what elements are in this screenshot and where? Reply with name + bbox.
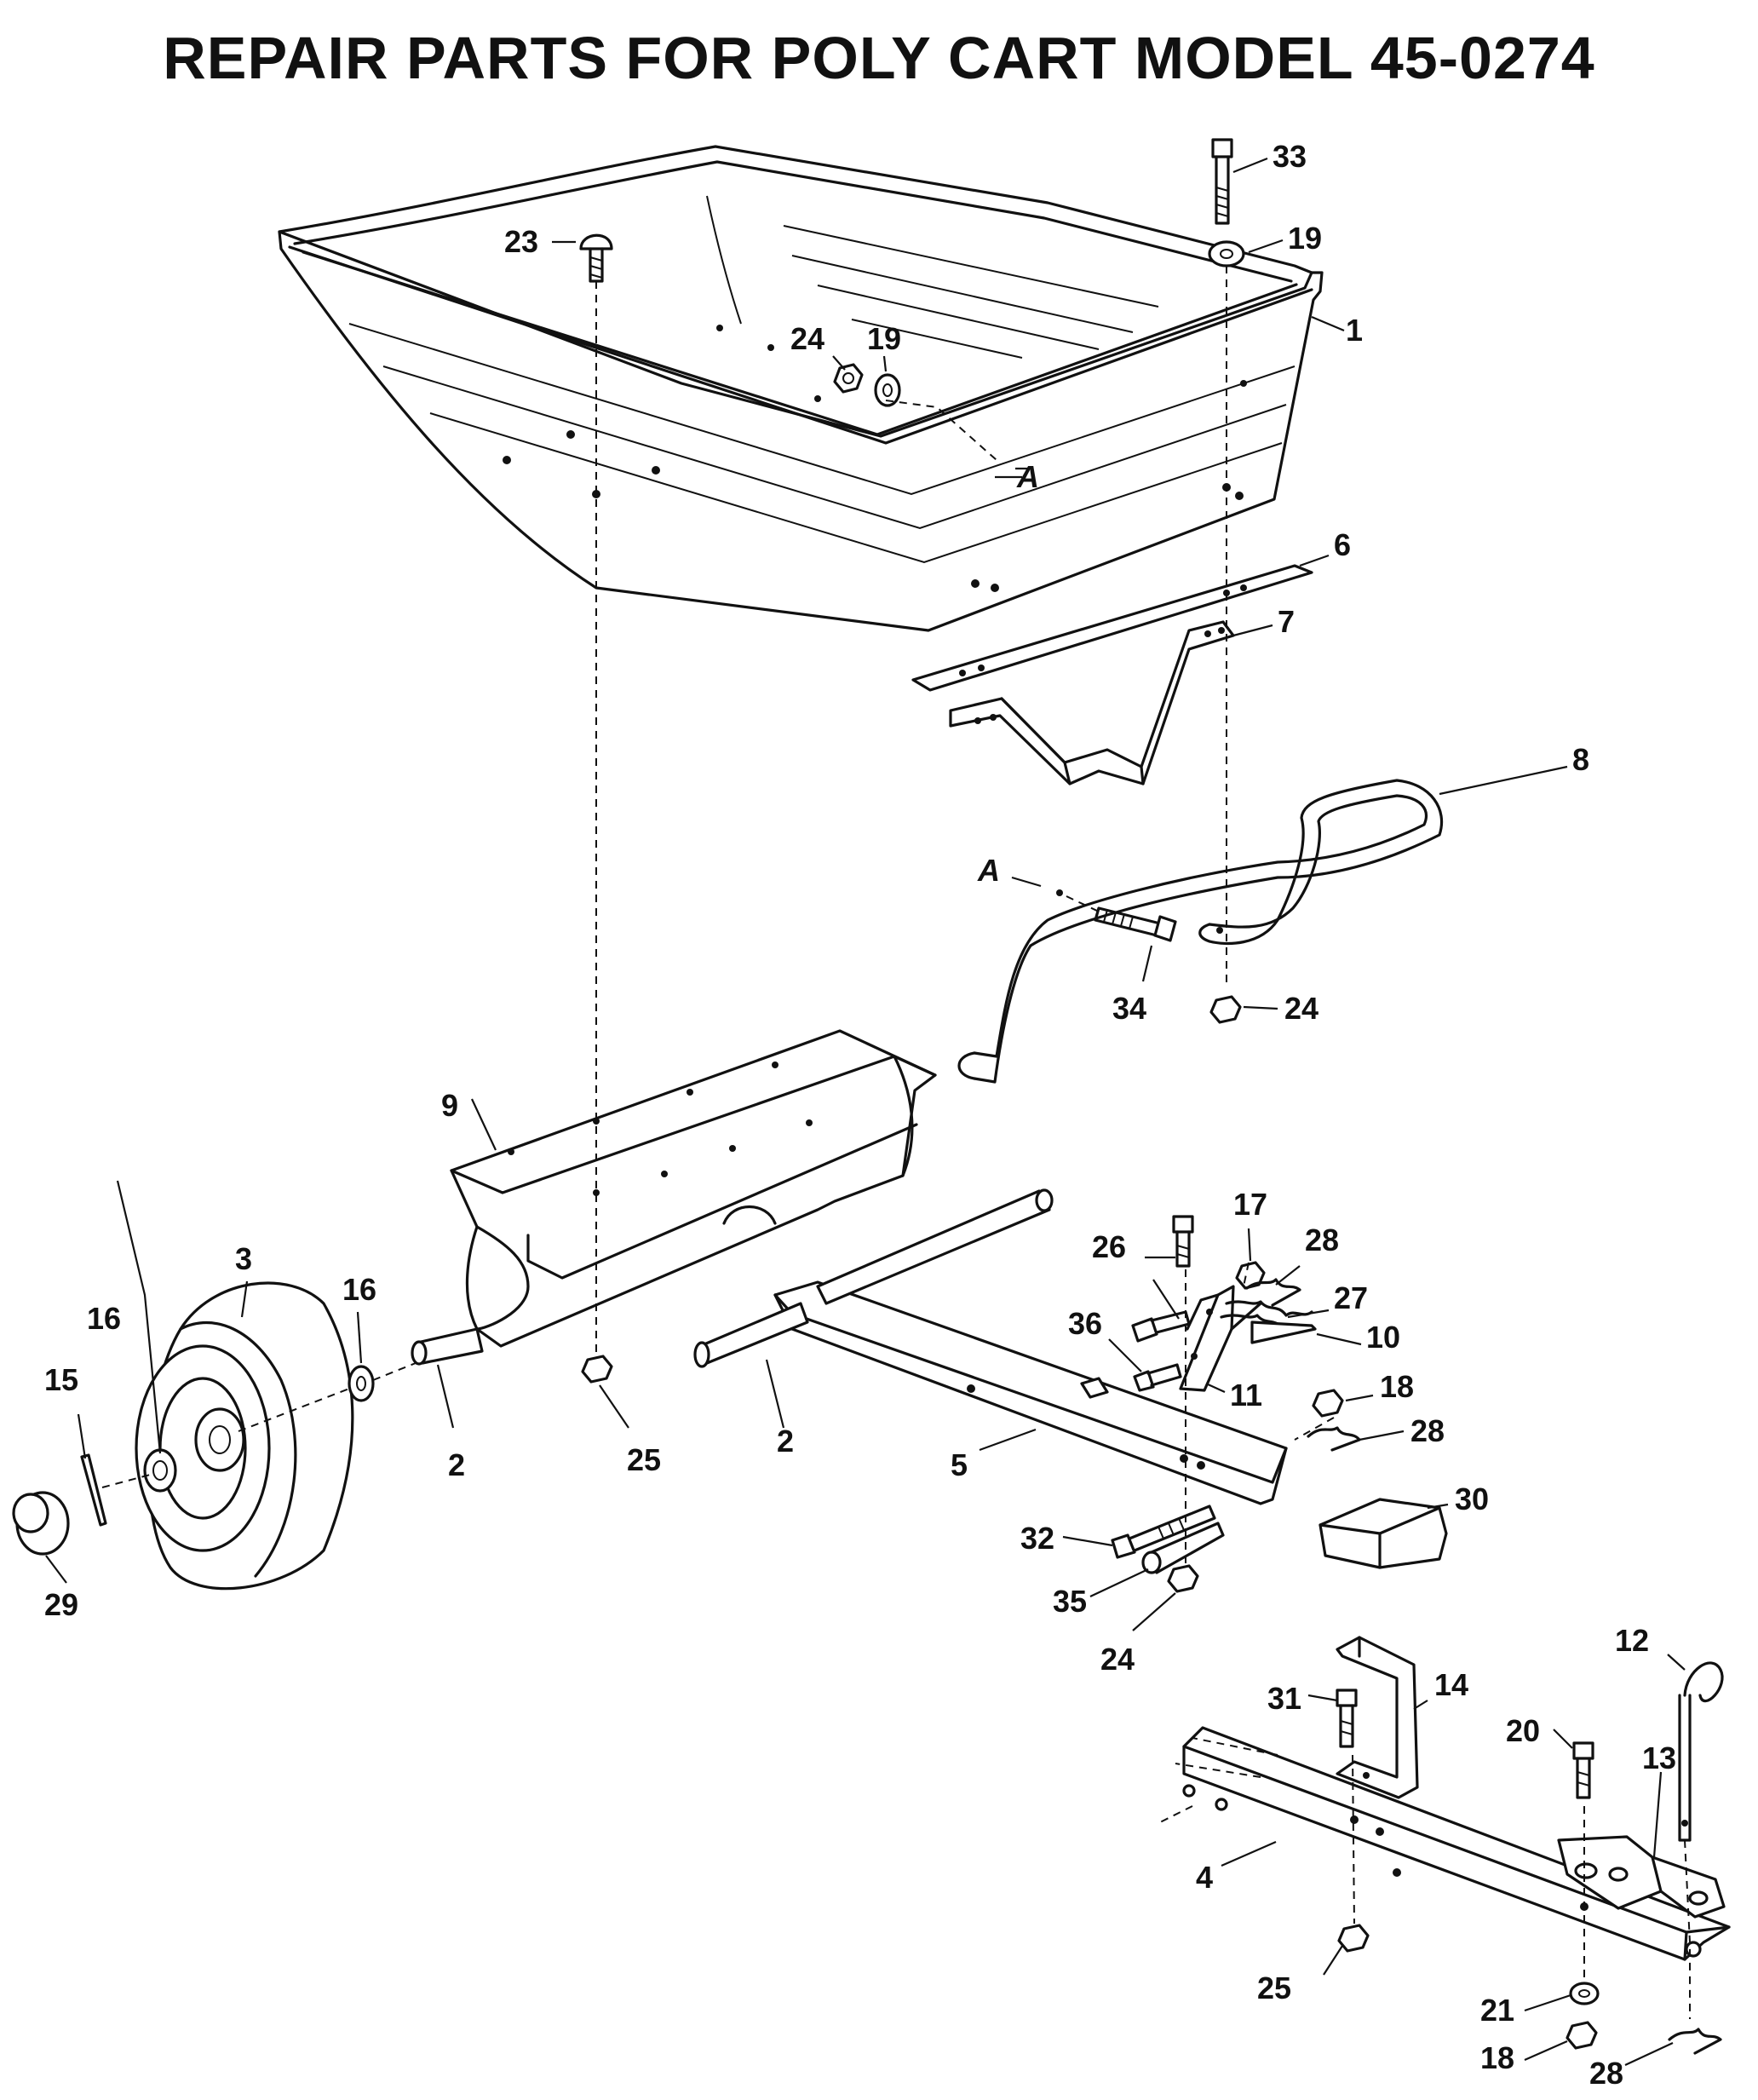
callout-34: 34 [1112,991,1146,1026]
washer-19-inside [874,373,901,407]
bolt-26 [1172,1215,1194,1268]
bolt-33 [1211,138,1233,225]
callout-5: 5 [951,1447,968,1482]
page-title: REPAIR PARTS FOR POLY CART MODEL 45-0274 [163,25,1595,91]
callout-3: 3 [235,1241,252,1276]
callout-9: 9 [441,1088,458,1123]
callout-26: 26 [1092,1229,1126,1264]
callout-17: 17 [1233,1187,1267,1222]
callout-12: 12 [1615,1623,1649,1658]
callout-10: 10 [1366,1320,1400,1355]
callout-2-left: 2 [448,1447,465,1482]
washer-19-top [1208,240,1245,268]
callout-24-inside: 24 [790,321,824,356]
callout-35: 35 [1053,1584,1087,1619]
ref-mark-a-handle: A [977,853,1000,888]
lock-nut-24-tongue [1167,1564,1199,1593]
bolt-20 [1572,1741,1594,1799]
ref-mark-a-bed: A [1016,459,1039,494]
callout-29: 29 [44,1587,78,1622]
bracket-7 [949,620,1235,785]
callout-18-hitch: 18 [1480,2040,1514,2075]
callout-8: 8 [1572,742,1589,777]
axle-channel-9 [450,1029,937,1348]
callout-33: 33 [1273,139,1307,174]
bolt-31 [1336,1689,1358,1748]
callout-30: 30 [1455,1482,1489,1516]
callout-28-mid: 28 [1410,1413,1445,1448]
callout-labels: 33 19 23 24 19 1 A 6 7 8 A 34 24 9 17 28… [44,139,1676,2091]
callout-16-left: 16 [87,1301,121,1336]
callout-6: 6 [1334,527,1351,562]
cotter-pin-15 [80,1453,107,1527]
callout-24-tongue: 24 [1100,1642,1135,1677]
callout-7: 7 [1278,604,1295,639]
lock-nut-24-inside [833,363,864,394]
callout-16-right: 16 [342,1272,376,1307]
bolt-32 [1111,1505,1216,1559]
callout-18-tongue: 18 [1380,1369,1414,1404]
hair-pin-28b [1307,1426,1361,1452]
callout-25-hitch: 25 [1257,1971,1291,2005]
callout-14: 14 [1434,1667,1468,1702]
bolt-35 [1141,1522,1225,1574]
lock-nut-25-hitch [1337,1924,1370,1953]
mounting-strap-6 [911,564,1313,692]
dump-handle-8 [957,779,1444,1084]
lock-nut-24-handle [1209,995,1242,1024]
nut-17 [1235,1261,1266,1290]
axle-2-left [411,1327,484,1366]
dump-bed [278,145,1324,632]
nut-18-tongue [1312,1389,1344,1418]
carriage-bolt-23 [579,233,613,283]
leader-lines [45,157,1686,2066]
callout-32: 32 [1020,1521,1054,1556]
latch-assembly [1179,1285,1317,1392]
washer-16-right [348,1365,375,1402]
axle-2-right [693,1188,1054,1368]
callout-31: 31 [1267,1681,1301,1716]
bolt-36b [1133,1363,1182,1392]
hitch-bar-4 [1182,1726,1731,1961]
callout-27: 27 [1334,1280,1368,1315]
callout-15: 15 [44,1362,78,1397]
grip-30 [1318,1498,1448,1569]
callout-11: 11 [1230,1378,1262,1412]
washer-21 [1569,1982,1600,2005]
callout-2-right: 2 [777,1424,794,1458]
bolt-34 [1094,906,1177,942]
callout-21: 21 [1480,1993,1514,2028]
callout-23: 23 [504,224,538,259]
hitch-plate-13 [1557,1835,1726,1919]
callout-20: 20 [1506,1713,1540,1748]
callout-13: 13 [1642,1740,1676,1775]
hitch-bracket-14 [1336,1636,1419,1799]
hitch-pin-12 [1678,1661,1724,1842]
lock-nut-25-channel [581,1355,613,1384]
callout-1: 1 [1346,313,1363,348]
callout-36: 36 [1068,1306,1102,1341]
hair-pin-28a [1245,1278,1301,1307]
nut-18-hitch [1566,2021,1598,2050]
hub-cap-29 [12,1491,70,1556]
wheel-3 [135,1281,354,1591]
callout-28-bottom: 28 [1589,2056,1623,2091]
callout-19-top: 19 [1288,221,1322,256]
bolt-36 [1131,1310,1191,1343]
callout-4: 4 [1196,1860,1213,1895]
hair-pin-28c [1668,2028,1722,2055]
callout-19-inside: 19 [867,321,901,356]
callout-28-top: 28 [1305,1223,1339,1257]
callout-24-handle: 24 [1284,991,1318,1026]
callout-25-channel: 25 [627,1442,661,1477]
